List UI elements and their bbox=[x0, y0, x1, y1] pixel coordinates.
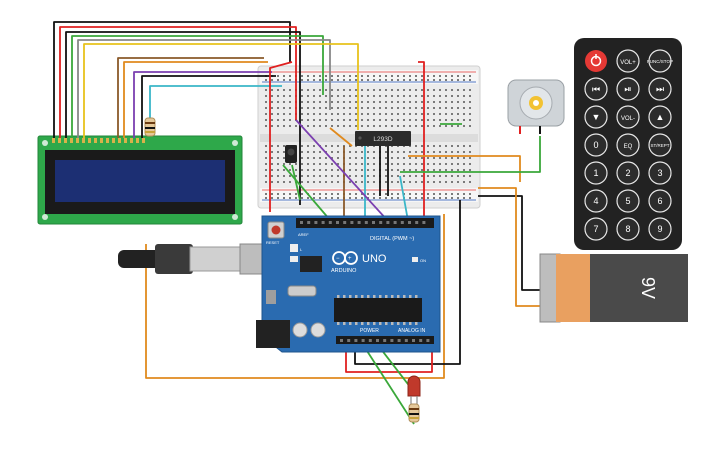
lcd-pin-header bbox=[52, 138, 145, 143]
led-resistor[interactable] bbox=[408, 403, 420, 423]
remote-button-label: 5 bbox=[625, 196, 630, 206]
remote-button-18[interactable]: 7 bbox=[584, 217, 608, 241]
l293d-chip[interactable]: L293D bbox=[355, 131, 411, 146]
power-analog-header bbox=[340, 339, 430, 342]
remote-button-label: 8 bbox=[625, 224, 630, 234]
remote-button-label: ⏮ bbox=[592, 84, 600, 94]
remote-button-label: 1 bbox=[593, 168, 598, 178]
remote-button-2[interactable]: FUNC/STOP bbox=[647, 49, 673, 73]
remote-button-label: VOL- bbox=[621, 116, 635, 122]
remote-button-1[interactable]: VOL+ bbox=[616, 49, 640, 73]
remote-button-5[interactable]: ⏭ bbox=[648, 77, 672, 101]
remote-button-7[interactable]: VOL- bbox=[616, 105, 640, 129]
lcd-display[interactable] bbox=[37, 135, 243, 225]
remote-button-17[interactable]: 6 bbox=[648, 189, 672, 213]
remote-button-13[interactable]: 2 bbox=[616, 161, 640, 185]
wire-black-2 bbox=[65, 31, 301, 205]
usb-cable bbox=[118, 243, 279, 275]
reset-label: RESET bbox=[266, 240, 280, 245]
arduino-logo: − + bbox=[332, 251, 358, 265]
remote-button-label: FUNC/STOP bbox=[647, 59, 673, 64]
lcd-resistor[interactable] bbox=[144, 117, 156, 137]
remote-button-label: 0 bbox=[593, 140, 598, 150]
remote-button-label: EQ bbox=[624, 144, 633, 150]
remote-keypad: VOL+ FUNC/STOP ⏮ ⏯ ⏭ ▼ VOL- ▲ 0 EQ ST/REPT 1 2 3 4 5 6 7 8… bbox=[584, 49, 673, 241]
wire-green-motor bbox=[400, 136, 541, 173]
atmega-chip bbox=[337, 295, 418, 325]
remote-button-19[interactable]: 8 bbox=[616, 217, 640, 241]
remote-button-6[interactable]: ▼ bbox=[584, 105, 608, 129]
remote-button-label: ST/REPT bbox=[650, 143, 669, 148]
wire-green-3 bbox=[291, 164, 301, 201]
wire-black-battery bbox=[478, 195, 542, 291]
wire-brown-1 bbox=[117, 57, 264, 138]
arduino-model: UNO bbox=[362, 253, 387, 265]
arduino-uno[interactable]: DIGITAL (PWM ~) AREF RESET L TX RX − + A… bbox=[256, 215, 441, 353]
remote-button-11[interactable]: ST/REPT bbox=[648, 133, 672, 157]
lcd-screen bbox=[55, 160, 225, 202]
remote-button-label: 4 bbox=[593, 196, 598, 206]
remote-button-20[interactable]: 9 bbox=[648, 217, 672, 241]
wire-green-led-1 bbox=[359, 339, 415, 425]
wire-black-1 bbox=[53, 21, 291, 138]
remote-button-label: 9 bbox=[657, 224, 662, 234]
wire-black-3 bbox=[141, 75, 276, 138]
remote-button-label: ⏯ bbox=[624, 84, 631, 94]
on-label: ON bbox=[420, 258, 426, 263]
wire-orange-motor bbox=[408, 155, 521, 182]
wire-green-1 bbox=[71, 35, 324, 138]
remote-button-10[interactable]: EQ bbox=[616, 133, 640, 157]
remote-button-label: VOL+ bbox=[620, 60, 636, 66]
wire-purple-1 bbox=[133, 71, 272, 138]
remote-button-15[interactable]: 4 bbox=[584, 189, 608, 213]
wire-red-1 bbox=[59, 26, 297, 138]
remote-button-16[interactable]: 5 bbox=[616, 189, 640, 213]
wire-cyan-1 bbox=[149, 85, 282, 118]
wire-purple-2 bbox=[295, 119, 399, 233]
wire-gray-1 bbox=[77, 39, 331, 138]
red-led[interactable] bbox=[407, 375, 421, 404]
ir-receiver[interactable] bbox=[285, 145, 297, 163]
digital-label: DIGITAL (PWM ~) bbox=[370, 236, 414, 242]
remote-button-label: 6 bbox=[657, 196, 662, 206]
digital-header bbox=[300, 221, 426, 224]
remote-button-3[interactable]: ⏮ bbox=[584, 77, 608, 101]
remote-button-14[interactable]: 3 bbox=[648, 161, 672, 185]
remote-button-8[interactable]: ▲ bbox=[648, 105, 672, 129]
remote-button-label: 2 bbox=[625, 168, 630, 178]
wire-orange-2 bbox=[329, 127, 353, 147]
svg-text:−: − bbox=[336, 256, 340, 262]
chip-label: L293D bbox=[373, 136, 392, 143]
battery-label: 9V bbox=[638, 277, 658, 299]
remote-button-9[interactable]: 0 bbox=[584, 133, 608, 157]
wire-orange-1 bbox=[123, 61, 268, 138]
remote-button-4[interactable]: ⏯ bbox=[616, 77, 640, 101]
battery-9v[interactable]: 9V bbox=[539, 253, 688, 323]
dc-motor[interactable] bbox=[507, 79, 565, 134]
wire-orange-loop bbox=[145, 214, 445, 379]
svg-text:+: + bbox=[348, 256, 352, 262]
remote-button-label: 7 bbox=[593, 224, 598, 234]
aref-label: AREF bbox=[298, 232, 309, 237]
power-label: POWER bbox=[360, 328, 379, 334]
arduino-brand: ARDUINO bbox=[331, 268, 357, 274]
l-led-label: L bbox=[300, 247, 303, 252]
ir-remote[interactable]: VOL+ FUNC/STOP ⏮ ⏯ ⏭ ▼ VOL- ▲ 0 EQ ST/REPT 1 2 3 4 5 6 7 8… bbox=[574, 38, 682, 250]
wire-red-2 bbox=[269, 61, 293, 212]
remote-button-label: ▲ bbox=[656, 112, 665, 122]
remote-button-0[interactable] bbox=[585, 50, 607, 72]
wire-yellow-1 bbox=[83, 43, 359, 138]
wire-orange-battery bbox=[478, 187, 542, 307]
remote-button-label: ▼ bbox=[592, 112, 601, 122]
analog-label: ANALOG IN bbox=[398, 328, 426, 334]
remote-button-12[interactable]: 1 bbox=[584, 161, 608, 185]
breadboard-holes bbox=[265, 75, 471, 199]
remote-button-label: ⏭ bbox=[656, 84, 664, 94]
remote-button-label: 3 bbox=[657, 168, 662, 178]
